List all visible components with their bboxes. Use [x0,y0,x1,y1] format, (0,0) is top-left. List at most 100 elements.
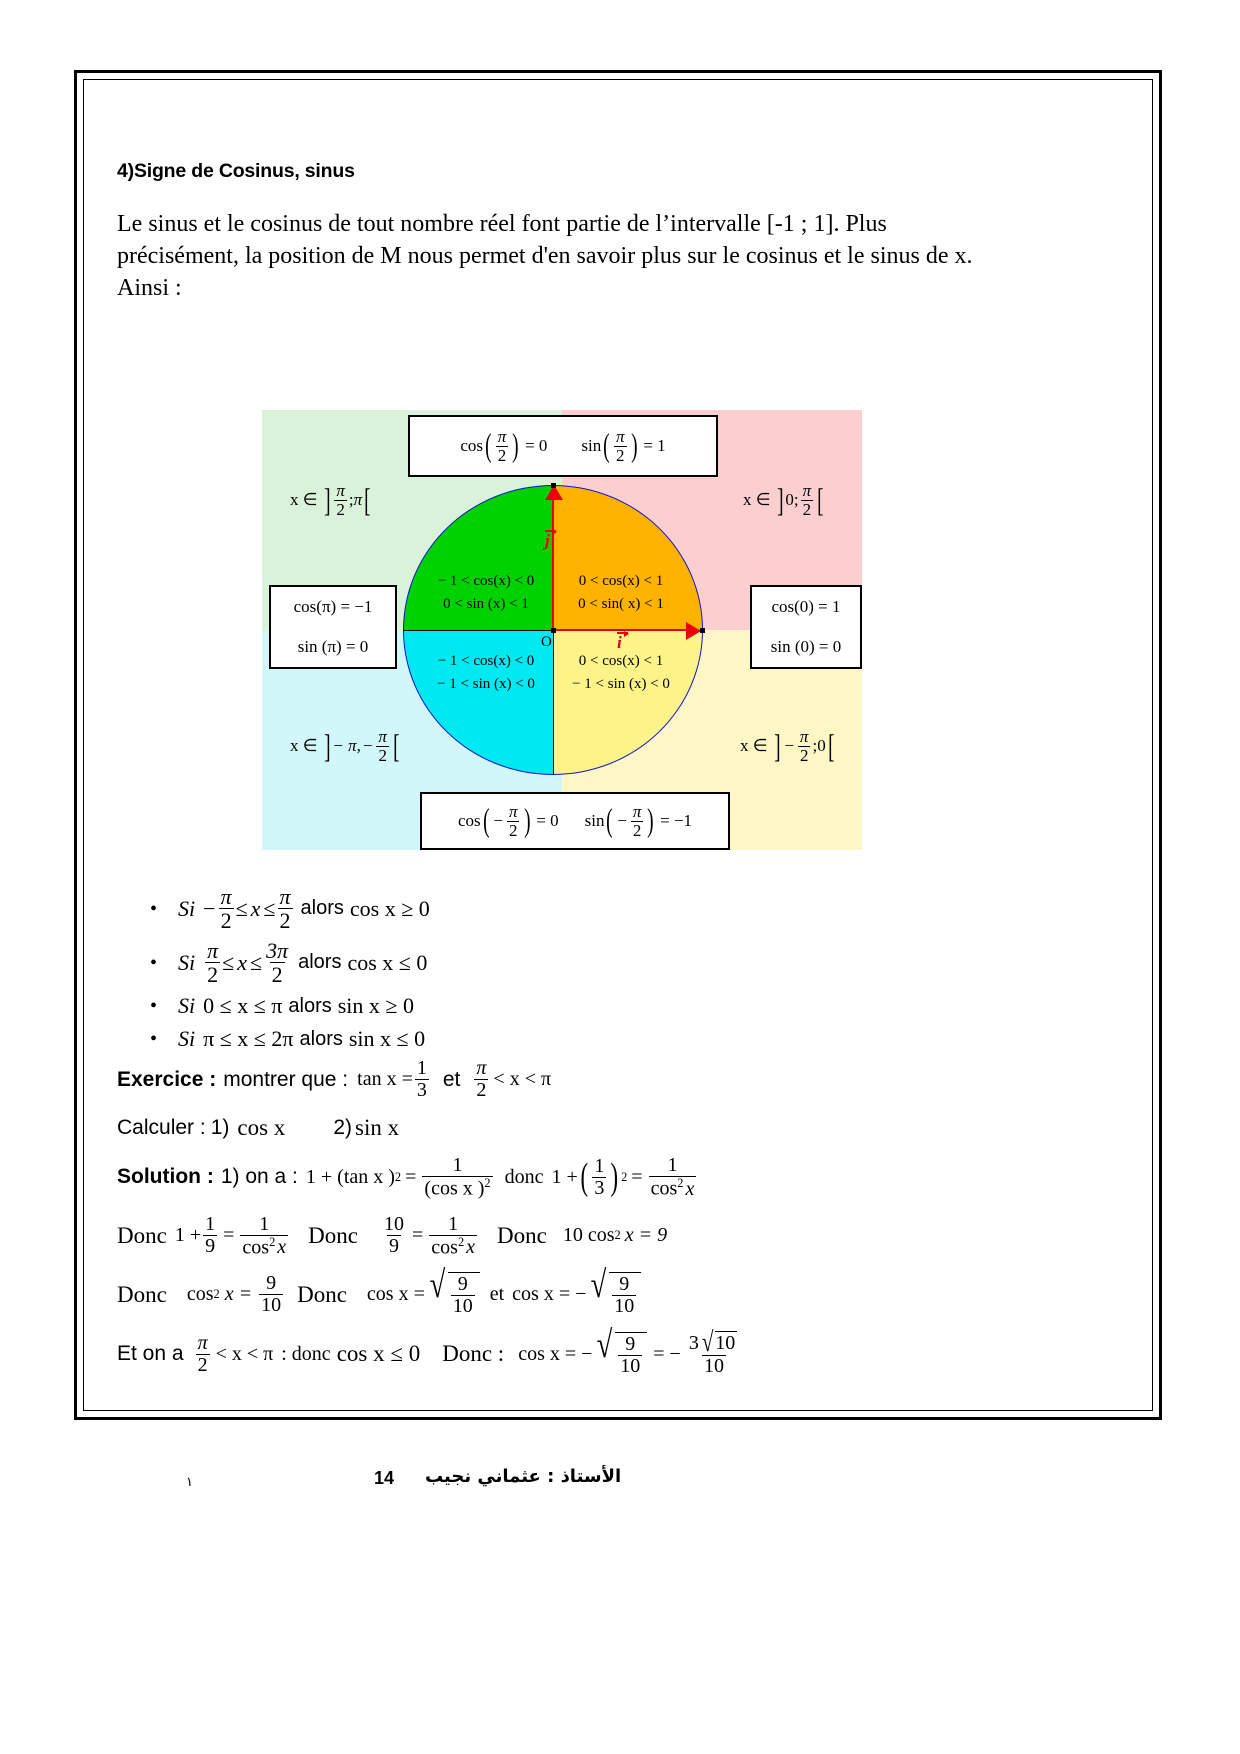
sol3-expr-a-rden-var: x [277,1236,287,1259]
sol3-expr-a-rden: cos [242,1236,270,1259]
exercise-section: Exercice : montrer que : tan x = 1 3 et … [117,1058,1017,1391]
sol5-final-den: 10 [702,1355,727,1378]
vector-i-arrowhead [686,622,701,640]
sol-eq1-den: (cos x ) [424,1177,485,1200]
rule-4-conclusion: sin x ≤ 0 [348,1026,426,1052]
page-border-inner [83,79,1153,1411]
q3-interval-upper-num: π [378,727,387,746]
sol3-expr-b-rden: cos [431,1236,458,1259]
sol4-sqrt2-num: 9 [619,1273,630,1296]
solution-intro: 1) on a : [220,1165,298,1189]
top-sin-arg-den: 2 [614,445,627,465]
vector-j-line [552,498,554,630]
q1-sin-range: 0 < sin( x) < 1 [578,595,664,612]
q3-interval-prefix: x ∈ [290,736,318,756]
sol-eq2-eq: = [631,1165,643,1188]
rule-3-condition: 0 ≤ x ≤ π [203,993,283,1019]
rule-2-var: x [237,949,247,975]
exercice-statement: montrer que : [223,1067,349,1091]
calculer-item-1-number: 1) [210,1116,230,1139]
sol3-expr-c-tail: x = 9 [624,1224,668,1247]
q4-interval-upper: 0 [817,736,826,756]
sol5-donc-final: Donc : [442,1341,505,1367]
sol5-final-eq: = − [653,1342,681,1365]
rule-1-var: x [250,895,261,921]
sol5-final-left: cos x = − [518,1342,593,1365]
tan-den: 3 [414,1079,429,1101]
q3-interval-lower: − π, [332,736,361,756]
origin-label: O [541,634,552,650]
sol4-et: et [489,1283,505,1306]
intro-paragraph: Le sinus et le cosinus de tout nombre ré… [117,211,973,301]
sol3-expr-b-num: 10 [383,1213,404,1236]
sol3-expr-a-rnum: 1 [259,1212,270,1235]
rule-item: • Si π ≤ x ≤ 2π alors sin x ≤ 0 [150,1026,910,1052]
sol-eq1-num: 1 [452,1154,463,1176]
bottom-sin-arg-num: π [632,801,642,821]
sol5-range-rest: < x < π [215,1342,274,1365]
sol4-expr-a-var: x = [224,1283,253,1306]
top-cos-label: cos [460,436,483,455]
wedge-quadrant-3 [403,630,553,775]
sol5-range-den: 2 [195,1353,210,1376]
sign-rules-list: • Si − π 2 ≤ x ≤ π 2 alors cos x ≥ 0 • S… [150,885,910,1059]
rule-2-right-den: 2 [269,962,285,988]
sol-eq2-fnum: 1 [594,1154,605,1177]
sol3-donc-a: Donc [117,1222,167,1248]
sol3-donc-b: Donc [308,1222,358,1248]
sol5-final-num-coef: 3 [688,1331,699,1354]
sol3-expr-a-num: 1 [205,1213,216,1236]
rule-1-sign: − [203,895,216,921]
top-sin-value: = 1 [643,436,666,455]
rule-3-alors: alors [288,994,332,1017]
rule-1-left-den: 2 [218,908,234,934]
sol4-sqrt1-den: 10 [450,1295,475,1318]
rule-2-right-num: 3π [266,938,289,964]
sol4-donc-a: Donc [117,1281,167,1307]
q2-cos-range: − 1 < cos(x) < 0 [437,573,535,589]
top-sin-arg-num: π [616,426,625,446]
q3-interval-upper-den: 2 [376,745,389,765]
sol3-expr-c-exp: 2 [614,1228,621,1243]
top-cos-value: = 0 [525,436,548,455]
bullet-icon: • [150,995,158,1018]
q4-interval-prefix: x ∈ [740,736,768,756]
range-den: 2 [474,1079,489,1101]
bottom-cos-value: = 0 [536,811,559,830]
top-point [551,483,556,488]
wedge-quadrant-2 [403,485,553,630]
rule-2-rel2: ≤ [250,949,263,975]
rule-3-si: Si [178,993,196,1019]
bottom-sin-arg-den: 2 [630,820,644,840]
quadrant-1-inequalities: 0 < cos(x) < 1 0 < sin( x) < 1 [560,570,682,615]
rule-1-right-num: π [279,884,291,909]
quadrant-1-interval: x ∈ ] 0 ; π 2 [ [743,481,824,519]
rule-2-si: Si [178,949,196,975]
sol5-final-sqrt-num: 9 [625,1332,636,1355]
footer-page-number: 14 [374,1468,395,1488]
solution-label: Solution : [117,1165,214,1189]
sol4-sqrt1-num: 9 [457,1273,468,1296]
sol3-expr-b-rden-exp: 2 [457,1234,465,1249]
q1-interval-upper-num: π [802,481,812,500]
quadrant-4-inequalities: 0 < cos(x) < 1 − 1 < sin (x) < 0 [560,650,682,695]
sol-donc-1: donc [504,1165,544,1188]
rule-2-left-num: π [207,938,219,964]
vector-j-label: j [545,529,557,551]
left-cos-value: cos(π) = −1 [293,597,373,616]
q2-sin-range: 0 < sin (x) < 1 [443,595,529,612]
sol-eq1-left: 1 + (tan x ) [305,1165,395,1188]
bottom-cos-label: cos [457,811,481,830]
rule-1-conclusion: cos x ≥ 0 [349,895,430,921]
sol-eq2-fden: 3 [592,1176,607,1199]
rule-4-condition: π ≤ x ≤ 2π [203,1026,294,1052]
sol-eq2-rnum: 1 [667,1154,678,1176]
calculer-label: Calculer : [117,1116,206,1139]
q4-interval-lower-den: 2 [797,745,811,765]
sol5-final-num-rad: 10 [715,1332,736,1355]
quadrant-4-interval: x ∈ ] − π 2 ; 0 [ [740,727,835,765]
sol5-cos-neg: cos x ≤ 0 [336,1341,421,1367]
rule-2-conclusion: cos x ≤ 0 [347,949,428,975]
range-num: π [476,1057,487,1079]
